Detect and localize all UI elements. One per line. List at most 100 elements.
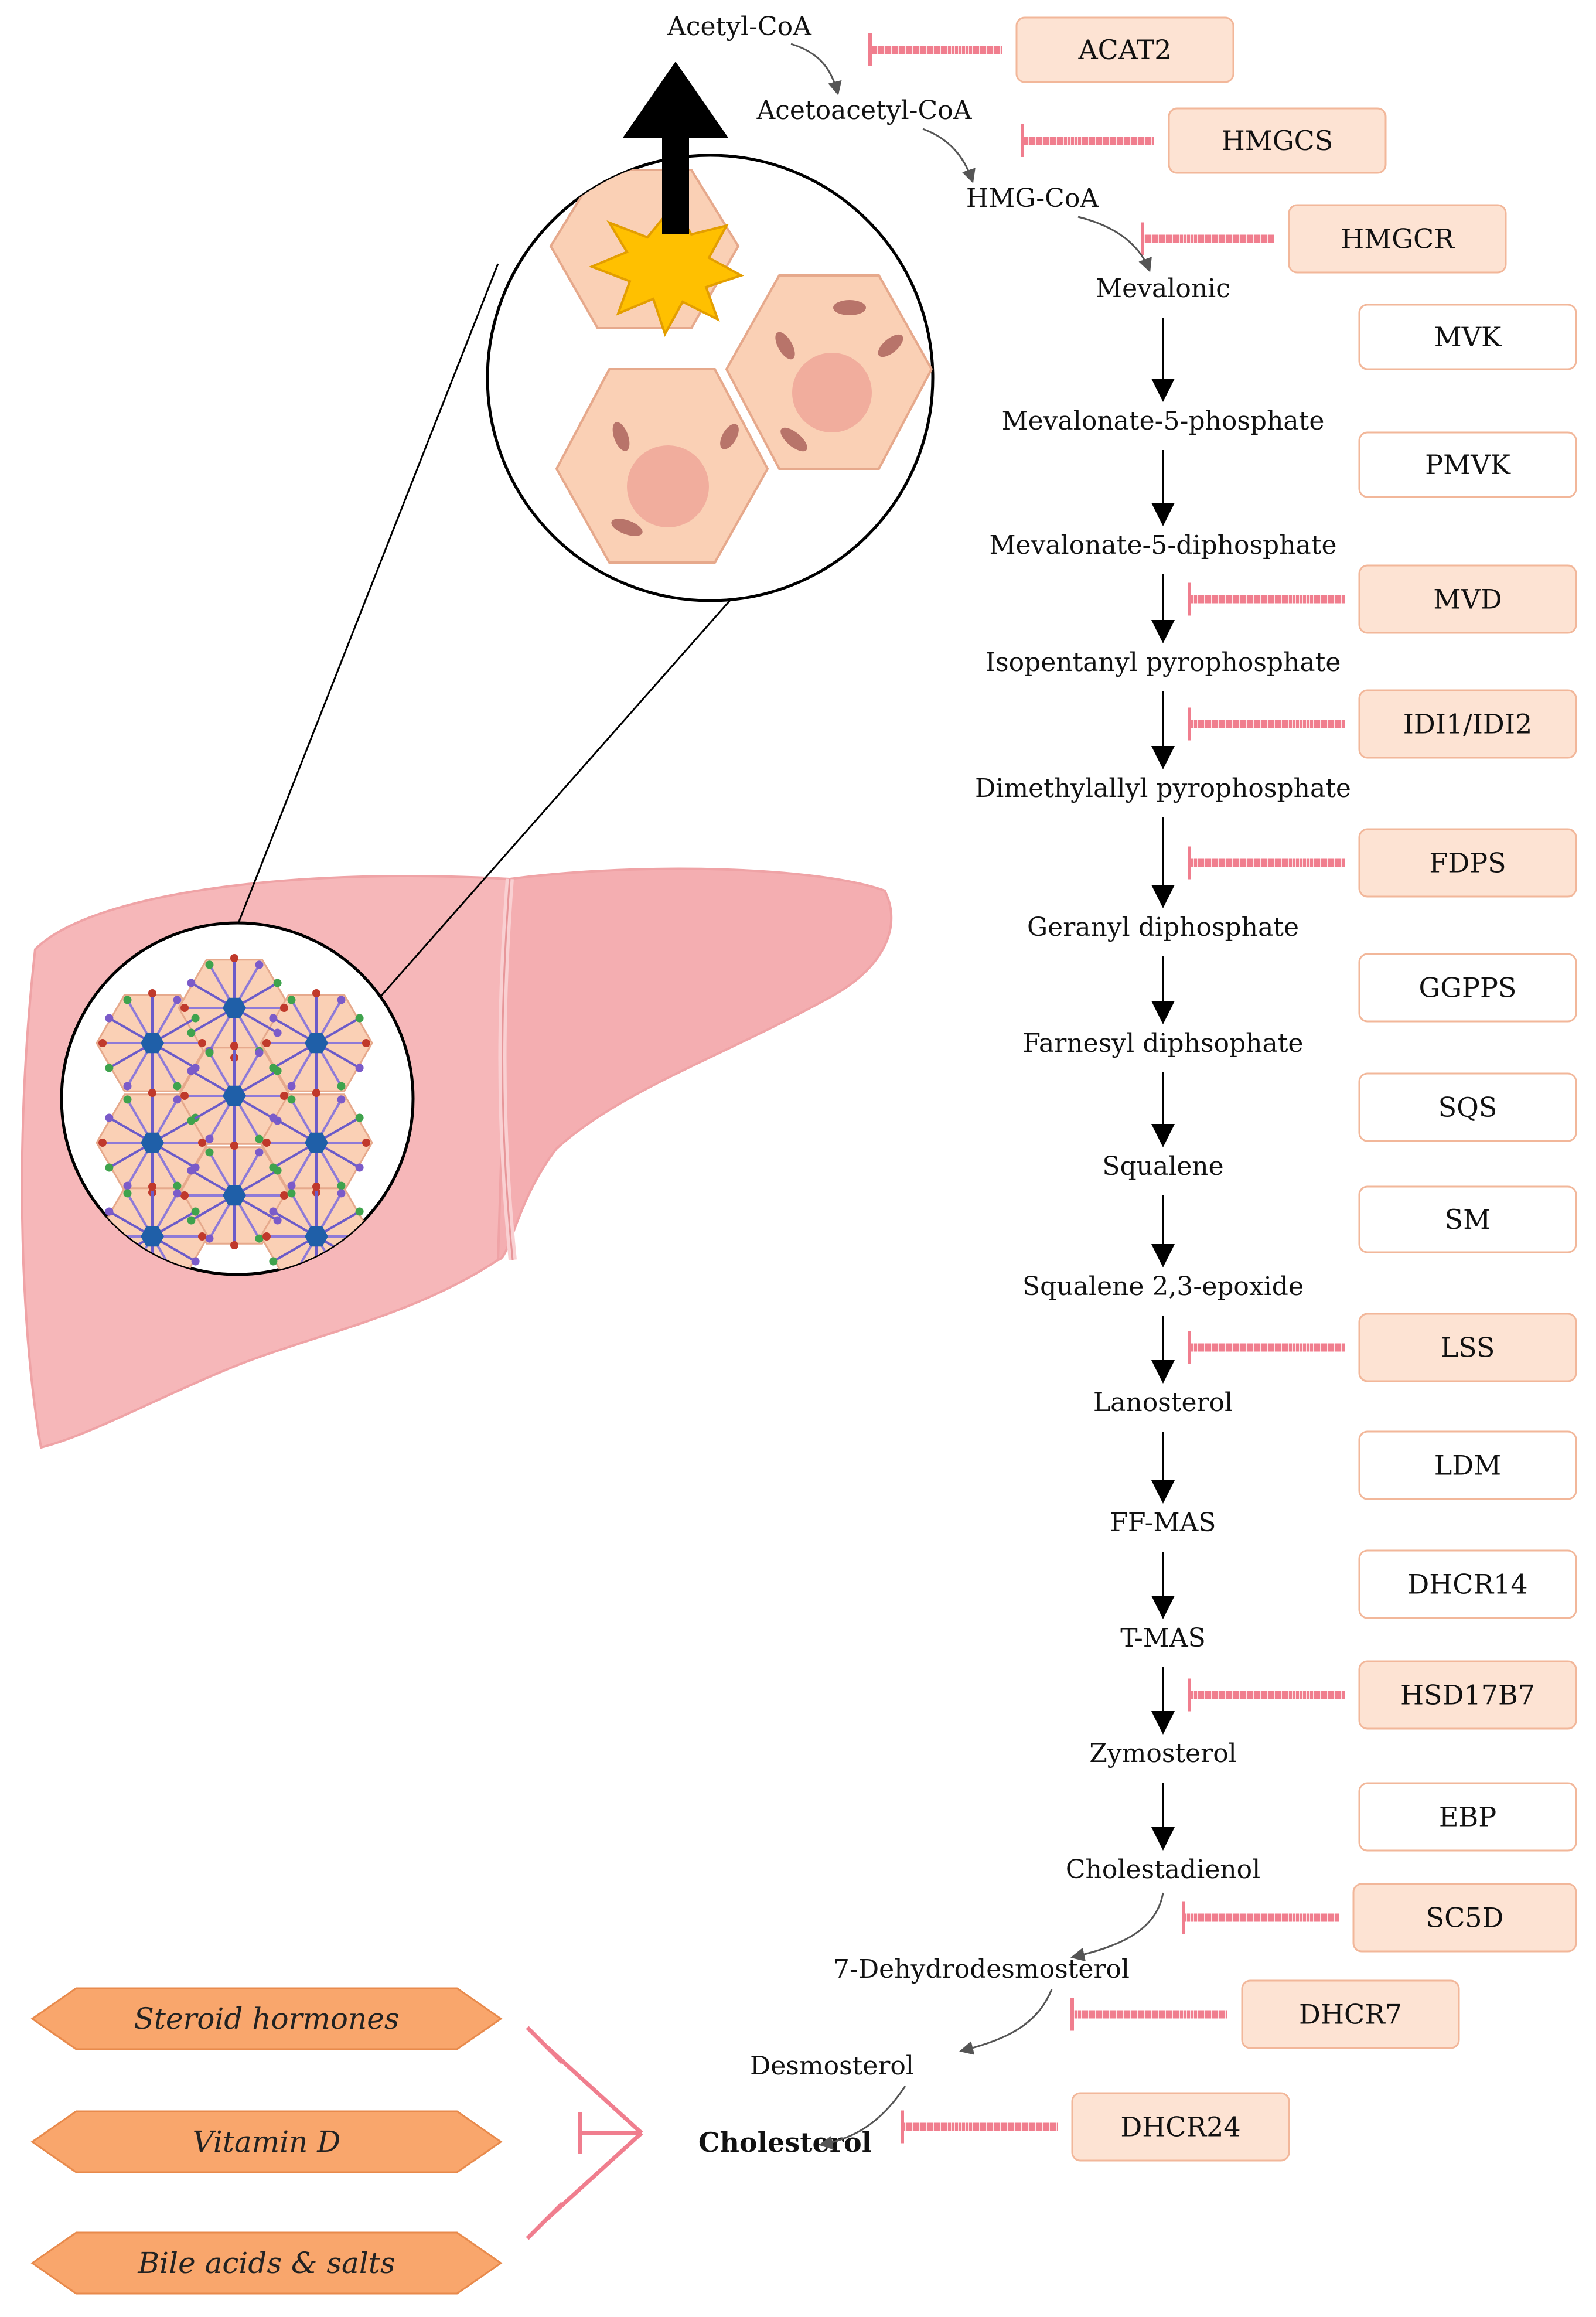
metabolite-label: Isopentanyl pyrophosphate <box>985 648 1341 677</box>
enzyme-label: MVK <box>1434 321 1502 353</box>
central-vein <box>141 1226 164 1247</box>
enzyme-box <box>1358 689 1577 759</box>
central-vein <box>223 1085 246 1106</box>
zoom-line-left <box>236 263 499 926</box>
enzyme-label: PMVK <box>1425 449 1511 481</box>
portal-vessel <box>362 1139 370 1147</box>
portal-vessel <box>273 1216 282 1225</box>
enzyme-box <box>1358 564 1577 634</box>
enzyme-label: FDPS <box>1429 847 1506 879</box>
inhibition-line <box>902 2122 1058 2131</box>
portal-vessel <box>312 1183 320 1191</box>
enzyme-label: IDI1/IDI2 <box>1403 708 1532 740</box>
enzyme-box <box>1358 1185 1577 1253</box>
portal-vessel <box>273 1028 282 1037</box>
inhibition-line <box>1072 2010 1227 2019</box>
liver-ligament-line <box>502 878 514 1260</box>
metabolite-label: FF-MAS <box>1110 1508 1216 1538</box>
portal-vessel <box>98 1039 107 1047</box>
mitochondrion <box>775 332 795 360</box>
enzyme-box <box>1241 1979 1460 2049</box>
enzyme-label: GGPPS <box>1419 972 1517 1004</box>
metabolite-label: Mevalonate-5-diphosphate <box>989 530 1336 560</box>
portal-vessel <box>355 1014 364 1023</box>
product-label: Steroid hormones <box>134 2002 399 2036</box>
portal-vessel <box>287 1189 296 1198</box>
portal-vessel <box>187 1216 196 1225</box>
portal-vessel <box>273 979 282 987</box>
enzyme-label: MVD <box>1433 584 1502 615</box>
enzyme-label: ACAT2 <box>1077 34 1171 66</box>
enzyme-box <box>1358 1549 1577 1619</box>
mitochondrion <box>833 300 866 315</box>
product-label: Vitamin D <box>193 2125 341 2159</box>
portal-vessel <box>280 1004 288 1012</box>
portal-vessel <box>191 1014 200 1023</box>
liver-right-lobe <box>496 867 893 1262</box>
portal-vessel <box>337 996 346 1004</box>
enzyme-box <box>1358 431 1577 498</box>
portal-vessel <box>337 1189 346 1198</box>
portal-vessel <box>123 1189 132 1198</box>
portal-vessel <box>269 1014 278 1023</box>
product-hexagon <box>30 1987 503 2050</box>
inhibition-line <box>1189 720 1345 728</box>
central-vein <box>223 997 246 1018</box>
output-arrow <box>623 62 728 234</box>
portal-vessel <box>355 1207 364 1216</box>
portal-vessel <box>205 1148 214 1157</box>
enzyme-label: HMGCR <box>1341 223 1455 255</box>
metabolite-label: Zymosterol <box>1089 1739 1237 1769</box>
metabolite-label: Desmosterol <box>750 2051 914 2081</box>
central-vein <box>305 1132 328 1153</box>
enzyme-label: HMGCS <box>1222 125 1334 156</box>
central-vein <box>141 1132 164 1153</box>
product-hexagon <box>30 2110 503 2173</box>
portal-vessel <box>123 1181 132 1190</box>
portal-vessel <box>355 1064 364 1072</box>
cholesterol-label: Cholesterol <box>698 2127 872 2158</box>
product-label: Bile acids & salts <box>137 2246 395 2280</box>
hepatocyte-nucleus <box>627 445 709 527</box>
enzyme-box <box>1358 1782 1577 1852</box>
enzyme-box <box>1288 204 1507 274</box>
portal-vessel <box>280 1092 288 1100</box>
portal-vessel <box>262 1139 271 1147</box>
metabolite-label: Dimethylallyl pyrophosphate <box>975 774 1351 803</box>
reaction-arrow <box>959 1989 1053 2055</box>
portal-vessel <box>173 1082 182 1091</box>
hepatocyte-nucleus <box>792 353 872 432</box>
portal-vessel <box>312 1089 320 1097</box>
portal-vessel <box>262 1232 271 1241</box>
enzyme-label: DHCR7 <box>1299 1999 1402 2030</box>
portal-vessel <box>187 1166 196 1175</box>
metabolite-label: 7-Dehydrodesmosterol <box>833 1954 1130 1984</box>
enzyme-box <box>1358 1072 1577 1142</box>
portal-vessel <box>148 989 156 997</box>
inhibition-line <box>1189 858 1345 867</box>
portal-vessel <box>105 1064 114 1072</box>
portal-vessel <box>230 954 238 962</box>
portal-vessel <box>262 1039 271 1047</box>
portal-vessel <box>191 1257 200 1266</box>
portal-vessel <box>205 960 214 969</box>
inhibition-line <box>1143 234 1274 243</box>
metabolite-label: Mevalonic <box>1096 274 1230 304</box>
portal-vessel <box>187 1116 196 1125</box>
product-inhibition-fork <box>526 2026 643 2240</box>
portal-vessel <box>355 1113 364 1122</box>
enzyme-box <box>1168 107 1387 174</box>
enzyme-label: SC5D <box>1426 1902 1504 1934</box>
portal-vessel <box>280 1191 288 1200</box>
metabolite-label: Squalene <box>1102 1151 1223 1181</box>
portal-vessel <box>123 996 132 1004</box>
portal-vessel <box>105 1163 114 1172</box>
reaction-arrow <box>1070 1892 1164 1962</box>
enzyme-label: DHCR24 <box>1120 2111 1240 2143</box>
portal-vessel <box>230 1142 238 1150</box>
enzyme-box <box>1358 1313 1577 1382</box>
metabolite-label: Cholestadienol <box>1066 1855 1260 1885</box>
portal-vessel <box>230 1241 238 1249</box>
enzyme-label: HSD17B7 <box>1400 1679 1535 1711</box>
portal-vessel <box>287 1095 296 1104</box>
